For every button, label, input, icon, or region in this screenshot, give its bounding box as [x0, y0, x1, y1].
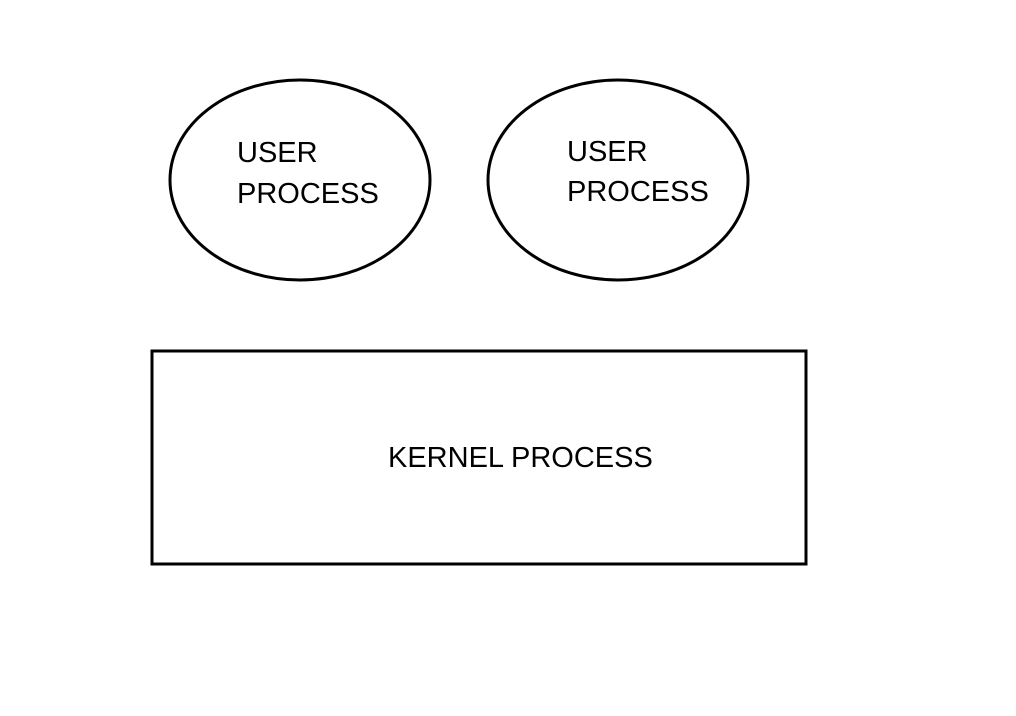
user-process-ellipse-2 — [486, 78, 750, 282]
user-process-node-1: USER PROCESS — [168, 78, 432, 282]
kernel-process-label: KERNEL PROCESS — [388, 442, 653, 474]
user-process-1-line1: USER — [237, 137, 318, 169]
kernel-process-node: KERNEL PROCESS — [150, 349, 808, 566]
kernel-process-box — [150, 349, 808, 566]
user-process-ellipse-1 — [168, 78, 432, 282]
user-process-2-line1: USER — [567, 136, 648, 168]
user-process-2-line2: PROCESS — [567, 176, 709, 208]
user-process-1-line2: PROCESS — [237, 178, 379, 210]
user-process-node-2: USER PROCESS — [486, 78, 750, 282]
